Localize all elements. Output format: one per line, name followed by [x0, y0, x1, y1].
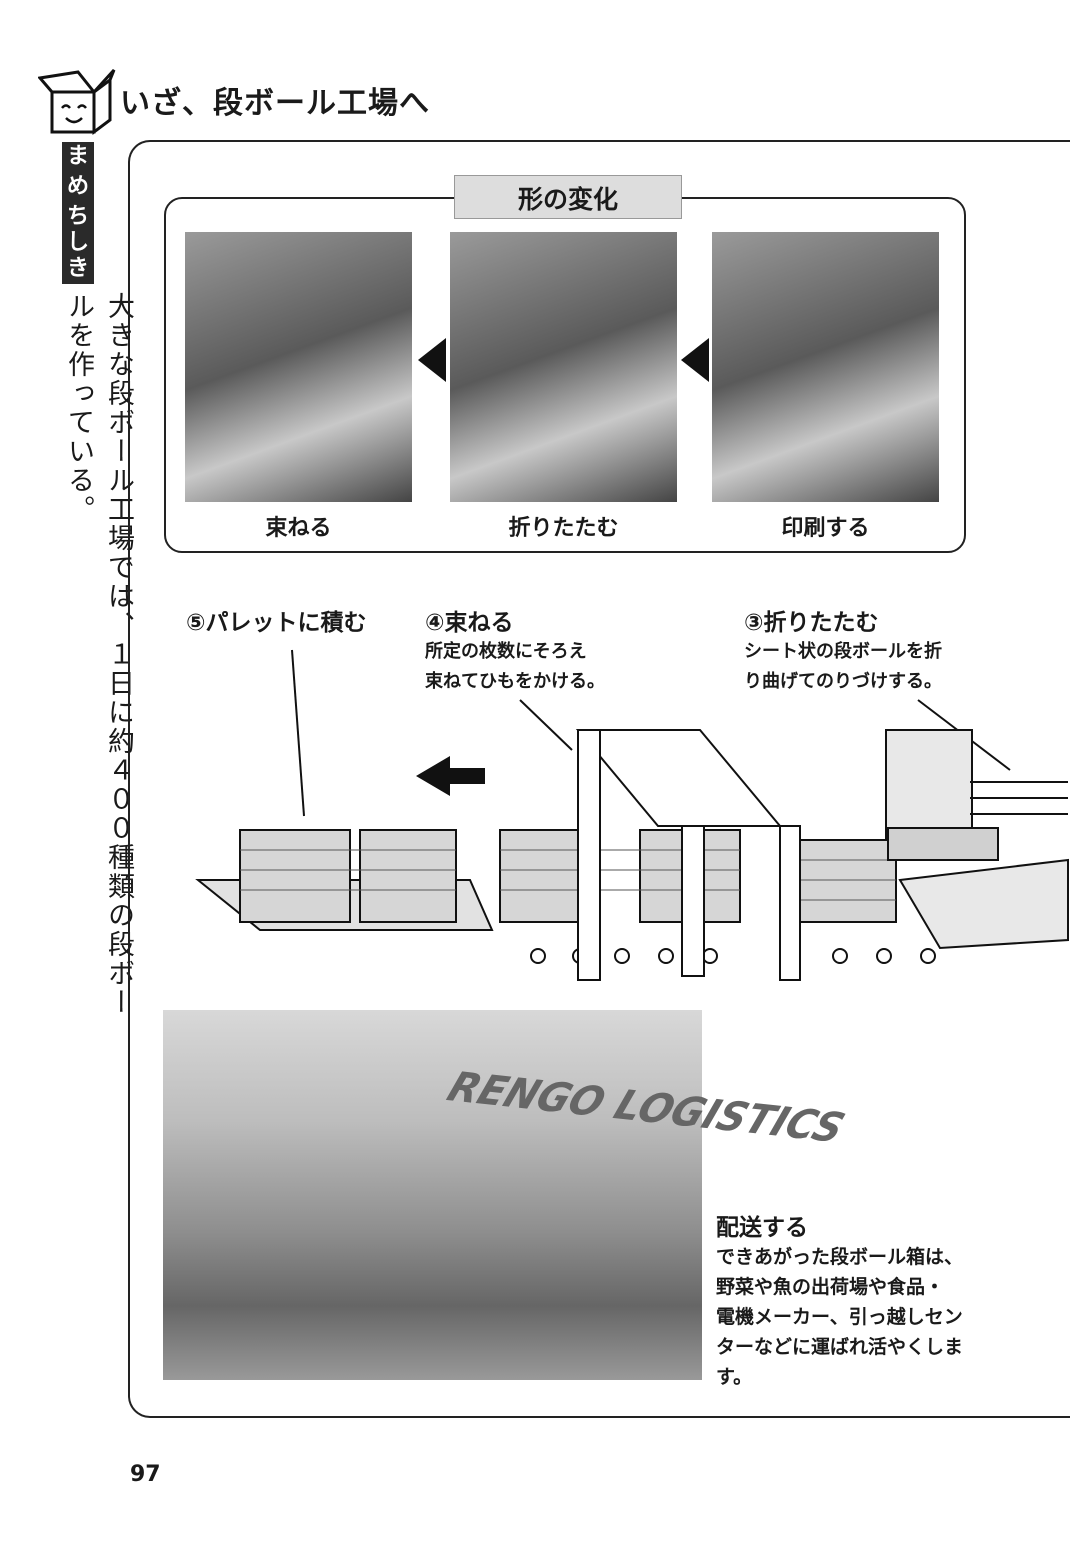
trivia-text: 大きな段ボール工場では、１日に約４００種類の段ボールを作っている。	[63, 292, 134, 1017]
step3-line: り曲げてのりづけする。	[744, 671, 942, 692]
bundling-frame	[575, 729, 801, 981]
step4-line: 所定の枚数にそろえ	[425, 641, 587, 662]
step4-title: ④束ねる	[425, 610, 514, 636]
delivery-line: できあがった段ボール箱は、	[716, 1246, 964, 1268]
page-title: いざ、段ボール工場へ	[120, 86, 430, 121]
step4-line: 束ねてひもをかける。	[425, 671, 605, 692]
delivery-line: 電機メーカー、引っ越しセン	[716, 1306, 963, 1328]
folding-machine	[898, 858, 1069, 950]
step3: ③折りたたむ シート状の段ボールを折 り曲げてのりづけする。	[744, 603, 942, 697]
page-number: 97	[130, 1462, 161, 1487]
content-frame	[128, 140, 1070, 1418]
delivery-truck-photo: RENGO LOGISTICS	[163, 1010, 851, 1380]
photo-folding	[450, 232, 677, 502]
badge-char: し	[62, 228, 94, 258]
delivery-line: ターなどに運ばれ活やくしま	[716, 1336, 964, 1358]
smiling-box-icon	[38, 68, 116, 135]
badge-char: ち	[62, 202, 94, 232]
step4: ④束ねる 所定の枚数にそろえ 束ねてひもをかける。	[425, 603, 605, 697]
delivery-title: 配送する	[716, 1215, 808, 1241]
photo-printing	[712, 232, 939, 502]
process-illustration	[195, 649, 1069, 981]
step5-title: ⑤パレットに積む	[186, 610, 367, 636]
badge-char: ま	[62, 142, 94, 172]
photo-bundling	[185, 232, 412, 502]
arrow-left-icon	[418, 338, 446, 382]
shape-change-title: 形の変化	[454, 175, 682, 219]
badge-char: き	[62, 254, 94, 284]
delivery-line: す。	[716, 1366, 753, 1388]
photo-caption: 束ねる	[265, 516, 332, 541]
step3-line: シート状の段ボールを折	[744, 641, 942, 662]
photo-caption: 折りたたむ	[508, 516, 619, 541]
photo-caption: 印刷する	[781, 516, 870, 541]
step3-title: ③折りたたむ	[744, 610, 879, 636]
delivery-line: 野菜や魚の出荷場や食品・	[716, 1276, 945, 1298]
delivery-text: 配送する できあがった段ボール箱は、 野菜や魚の出荷場や食品・ 電機メーカー、引…	[716, 1208, 976, 1392]
badge-char: め	[62, 172, 94, 202]
arrow-left-icon	[681, 338, 709, 382]
arrow-left-icon	[416, 756, 485, 796]
